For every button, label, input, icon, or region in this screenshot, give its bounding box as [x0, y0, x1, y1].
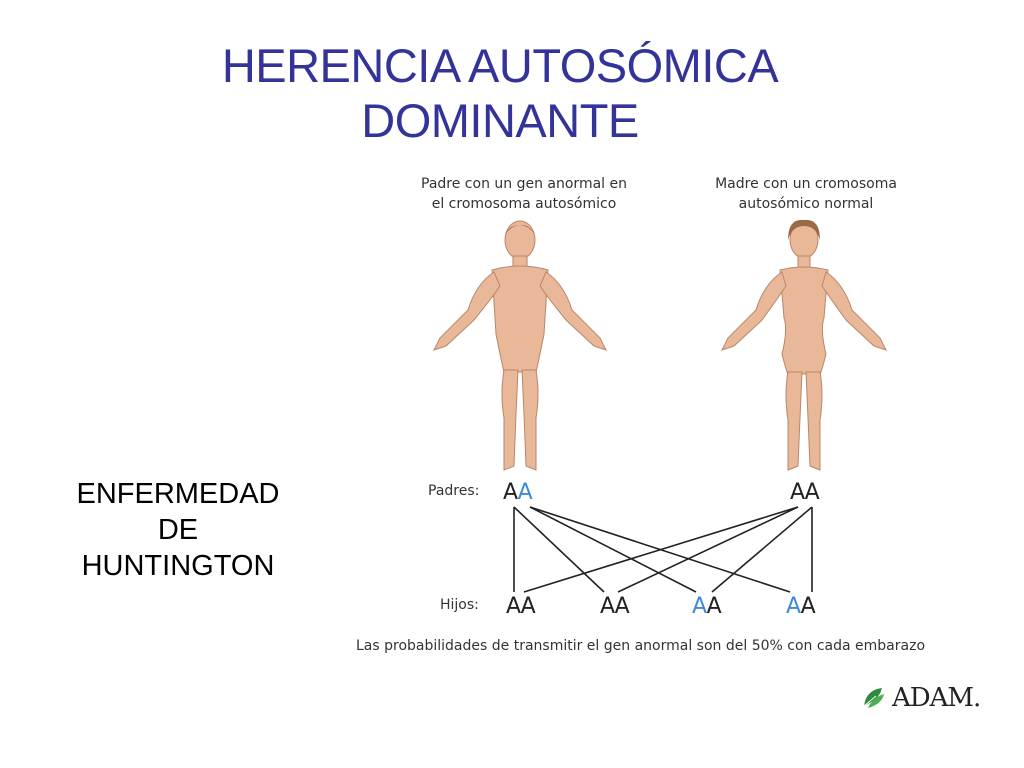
- line-mother-a1-child1: [523, 506, 799, 593]
- child-4-allele-1: A: [786, 594, 802, 619]
- child-2-genotype: AA: [600, 594, 630, 620]
- probability-footer: Las probabilidades de transmitir el gen …: [356, 638, 926, 654]
- adam-logo: ADAM.: [860, 682, 1000, 714]
- slide-title: HERENCIA AUTOSÓMICA DOMINANTE: [150, 38, 850, 148]
- mother-right-arm: [821, 271, 887, 351]
- mother-left-arm: [721, 271, 787, 351]
- father-hair: [505, 224, 535, 234]
- leaf-logo-icon: [863, 688, 884, 708]
- mother-figure: [721, 219, 887, 471]
- child-4-allele-2: A: [800, 594, 816, 619]
- mother-hair: [788, 219, 820, 240]
- logo-text: ADAM.: [892, 683, 981, 713]
- line-mother-a1-child2: [617, 506, 799, 593]
- child-3-allele-2: A: [706, 594, 722, 619]
- mother-caption: Madre con un cromosoma autosómico normal: [686, 174, 926, 214]
- child-2-allele-1: A: [600, 594, 616, 619]
- parents-row-label: Padres:: [428, 483, 480, 499]
- father-left-leg: [501, 369, 519, 471]
- mother-allele-1: A: [790, 480, 806, 505]
- line-mother-a2-child3: [711, 506, 813, 593]
- child-2-allele-2: A: [614, 594, 630, 619]
- mother-genotype: AA: [790, 480, 820, 506]
- disease-label: ENFERMEDAD DE HUNTINGTON: [40, 476, 316, 584]
- mother-right-leg: [805, 371, 823, 471]
- father-caption: Padre con un gen anormal en el cromosoma…: [388, 174, 660, 214]
- line-father-a1-child2: [513, 506, 605, 593]
- mother-caption-line-2: autosómico normal: [738, 196, 874, 212]
- child-1-allele-2: A: [520, 594, 536, 619]
- disease-label-line-1: ENFERMEDAD: [76, 478, 280, 510]
- father-allele-2: A: [517, 480, 533, 505]
- father-genotype: AA: [503, 480, 533, 506]
- father-left-arm: [433, 271, 501, 351]
- child-1-genotype: AA: [506, 594, 536, 620]
- disease-label-line-2: DE: [157, 514, 199, 546]
- line-father-a2-child3: [529, 506, 697, 593]
- father-caption-line-1: Padre con un gen anormal en: [421, 176, 627, 192]
- title-line-2: DOMINANTE: [361, 94, 639, 147]
- title-line-1: HERENCIA AUTOSÓMICA: [221, 39, 779, 92]
- father-right-leg: [521, 369, 539, 471]
- father-caption-line-2: el cromosoma autosómico: [431, 196, 617, 212]
- mother-allele-2: A: [804, 480, 820, 505]
- father-figure: [433, 220, 607, 471]
- father-torso: [491, 265, 549, 373]
- child-1-allele-1: A: [506, 594, 522, 619]
- father-allele-1: A: [503, 480, 519, 505]
- child-4-genotype: AA: [786, 594, 816, 620]
- child-3-allele-1: A: [692, 594, 708, 619]
- disease-label-line-3: HUNTINGTON: [81, 550, 275, 582]
- children-row-label: Hijos:: [440, 597, 479, 613]
- father-right-arm: [539, 271, 607, 351]
- mother-torso: [779, 266, 829, 375]
- mother-left-leg: [785, 371, 803, 471]
- child-3-genotype: AA: [692, 594, 722, 620]
- mother-caption-line-1: Madre con un cromosoma: [715, 176, 897, 192]
